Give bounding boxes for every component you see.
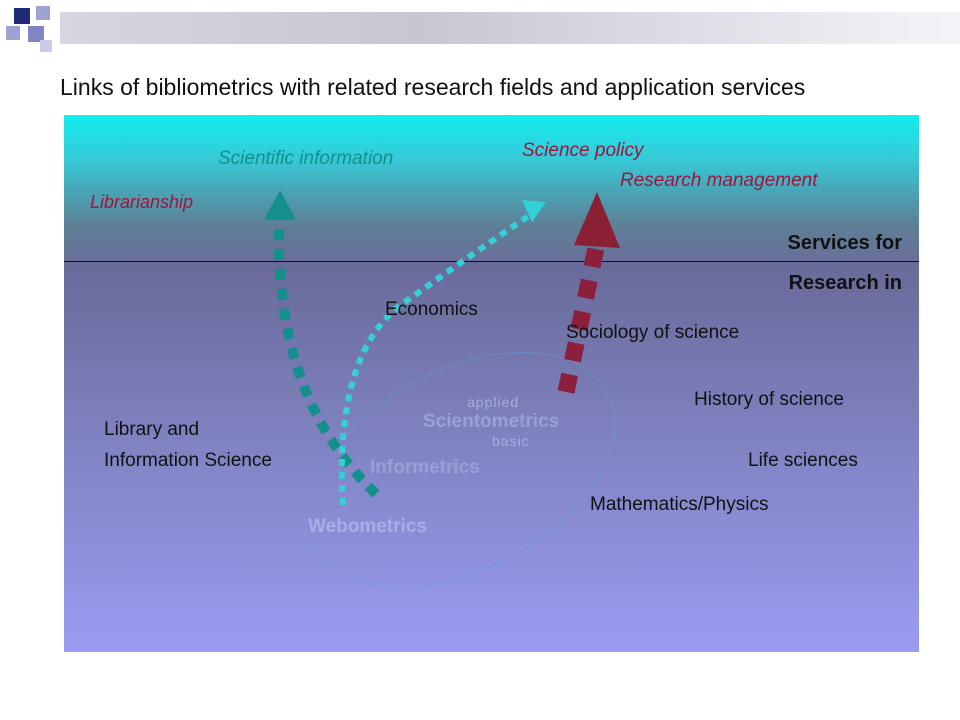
metrics-ellipse	[308, 352, 616, 588]
deco-square-mid	[28, 26, 44, 42]
label-research-in: Research in	[788, 272, 902, 294]
deco-square-light	[6, 26, 20, 40]
deco-square-dark	[14, 8, 30, 24]
label-mathematics-physics: Mathematics/Physics	[590, 494, 769, 515]
label-science-policy: Science policy	[522, 140, 644, 161]
label-information-science: Information Science	[104, 450, 272, 471]
label-informetrics: Informetrics	[370, 457, 480, 478]
label-librarianship: Librarianship	[90, 192, 194, 212]
teal-arrow-head	[264, 190, 296, 220]
slide-title: Links of bibliometrics with related rese…	[60, 74, 806, 100]
label-scientometrics: Scientometrics	[423, 411, 560, 432]
divider-line	[64, 261, 919, 262]
deco-square-light	[36, 6, 50, 20]
label-webometrics: Webometrics	[308, 516, 427, 537]
label-sociology-of-science: Sociology of science	[566, 322, 740, 343]
crimson-arrow-shaft	[557, 246, 605, 394]
deco-square-pale	[40, 40, 52, 52]
services-band	[64, 115, 919, 262]
label-services-for: Services for	[787, 232, 902, 254]
label-library-and: Library and	[104, 419, 200, 440]
label-applied: applied	[467, 394, 520, 410]
label-research-management: Research management	[620, 170, 818, 191]
cyan-arrow-shaft	[338, 211, 534, 506]
header-gradient-bar	[60, 12, 960, 44]
research-field-area	[64, 262, 919, 652]
label-basic: basic	[492, 433, 530, 449]
label-economics: Economics	[385, 299, 478, 320]
crimson-arrow-head	[574, 192, 620, 248]
teal-arrow-shaft	[273, 217, 380, 498]
label-life-sciences: Life sciences	[748, 450, 858, 471]
label-scientific-information: Scientific information	[218, 148, 394, 169]
cyan-arrow-head	[522, 200, 546, 222]
label-history-of-science: History of science	[694, 389, 844, 410]
slide-decoration	[6, 6, 52, 52]
